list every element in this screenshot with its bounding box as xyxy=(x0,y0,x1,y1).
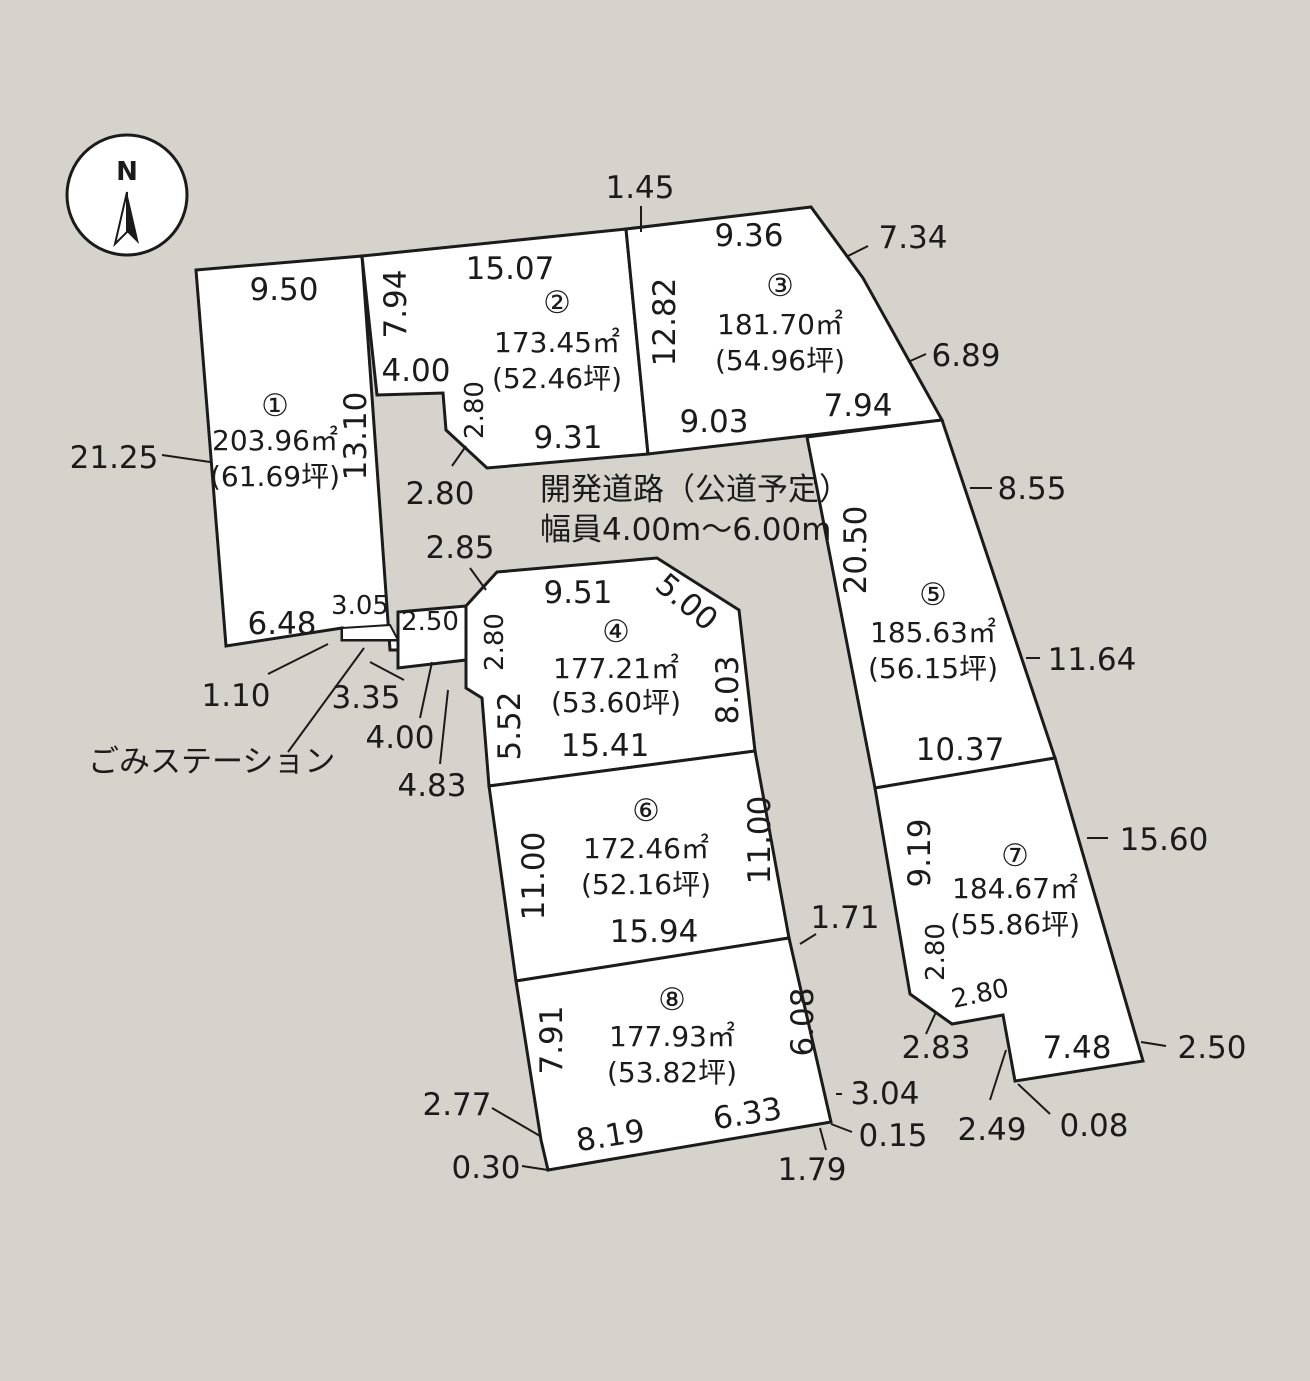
garbage-station-box xyxy=(341,623,400,641)
dimension-label: 9.19 xyxy=(902,818,938,887)
lot-number: ③ xyxy=(766,268,794,304)
dimension-label: 1.10 xyxy=(201,678,270,714)
lot-area: 173.45㎡ xyxy=(494,326,620,359)
dimension-label: 2.77 xyxy=(422,1087,491,1123)
lot-number: ⑤ xyxy=(919,577,947,613)
dimension-label: 2.83 xyxy=(901,1030,970,1066)
lot-7-parcel[interactable] xyxy=(873,756,1145,1083)
lot-tsubo: (61.69坪) xyxy=(210,460,340,493)
compass-label: N xyxy=(116,157,138,187)
lot-area: 184.67㎡ xyxy=(952,872,1078,905)
dimension-label: 13.10 xyxy=(338,392,374,481)
dimension-label: 11.00 xyxy=(742,796,778,885)
lot-8-label: ⑧ 177.93㎡ (53.82坪) xyxy=(607,982,737,1089)
road-name: 開発道路（公道予定） xyxy=(540,472,850,508)
lot-number: ⑦ xyxy=(1001,838,1029,874)
dimension-label: 6.89 xyxy=(931,338,1000,374)
dimension-label: 2.80 xyxy=(480,613,510,671)
dimension-label: 7.34 xyxy=(878,220,947,256)
dimension-label: 9.51 xyxy=(543,575,612,611)
lot-3-label: ③ 181.70㎡ (54.96坪) xyxy=(715,268,845,377)
dimension-label: 15.94 xyxy=(610,914,699,950)
dimension-label: 0.15 xyxy=(858,1118,927,1154)
dimension-label: 21.25 xyxy=(70,440,159,476)
lot-tsubo: (56.15坪) xyxy=(868,652,998,685)
dimension-label: 12.82 xyxy=(647,278,683,367)
dimension-label: 2.50 xyxy=(401,607,459,637)
dimension-label: 15.41 xyxy=(561,728,650,764)
dimension-label: 20.50 xyxy=(838,506,874,595)
lot-area: 177.21㎡ xyxy=(553,652,679,685)
dimension-label: 9.31 xyxy=(533,420,602,456)
dimension-label: 15.60 xyxy=(1120,822,1209,858)
lot-5-label: ⑤ 185.63㎡ (56.15坪) xyxy=(868,577,998,685)
lot-8-parcel[interactable] xyxy=(514,936,833,1172)
dimension-label: 3.05 xyxy=(331,591,389,621)
dimension-label: 1.79 xyxy=(777,1152,846,1188)
lot-area: 185.63㎡ xyxy=(870,616,996,649)
dimension-label: 2.49 xyxy=(957,1112,1026,1148)
lot-tsubo: (53.82坪) xyxy=(607,1056,737,1089)
lot-number: ④ xyxy=(602,614,630,650)
dimension-label: 11.64 xyxy=(1048,642,1137,678)
dimension-label: 2.80 xyxy=(921,923,951,981)
dimension-label: 2.85 xyxy=(425,530,494,566)
dimension-label: 4.00 xyxy=(381,353,450,389)
dimension-label: 9.36 xyxy=(714,218,783,254)
dimension-label: 2.80 xyxy=(405,476,474,512)
lot-tsubo: (55.86坪) xyxy=(950,908,1080,941)
lot-area: 203.96㎡ xyxy=(212,424,338,457)
lot-1-label: ① 203.96㎡ (61.69坪) xyxy=(210,388,340,493)
dimension-label: 8.03 xyxy=(710,655,746,724)
lot-2-label: ② 173.45㎡ (52.46坪) xyxy=(492,285,622,395)
garbage-station-label: ごみステーション xyxy=(88,744,335,780)
north-arrow-icon xyxy=(113,191,139,248)
dimension-label: 2.80 xyxy=(460,381,490,439)
dimension-label: 1.71 xyxy=(810,900,879,936)
dimension-label: 7.91 xyxy=(534,1005,570,1074)
dimension-label: 4.00 xyxy=(365,720,434,756)
road-width: 幅員4.00m～6.00m xyxy=(540,512,831,548)
lot-number: ⑥ xyxy=(632,793,660,829)
dimension-label: 0.30 xyxy=(451,1150,520,1186)
dimension-label: 6.08 xyxy=(785,987,821,1056)
dimension-label: 7.94 xyxy=(823,388,892,424)
compass: N xyxy=(65,133,189,257)
lot-7-label: ⑦ 184.67㎡ (55.86坪) xyxy=(950,838,1080,941)
dimension-label: 10.37 xyxy=(916,732,1005,768)
lot-2-notch xyxy=(396,604,468,670)
dimension-label: 5.52 xyxy=(492,691,528,760)
dimension-label: 11.00 xyxy=(516,832,552,921)
lot-4-label: ④ 177.21㎡ (53.60坪) xyxy=(551,614,681,719)
dimension-labels: 1.45 9.36 7.34 9.50 15.07 7.94 12.82 6.8… xyxy=(70,170,1247,1188)
dimension-label: 8.55 xyxy=(997,471,1066,507)
leader-lines xyxy=(161,206,1167,1171)
dimension-label: 0.08 xyxy=(1059,1108,1128,1144)
lot-number: ① xyxy=(261,388,289,424)
dimension-label: 15.07 xyxy=(466,251,555,287)
dimension-label: 4.83 xyxy=(397,768,466,804)
lot-tsubo: (53.60坪) xyxy=(551,686,681,719)
dimension-label: 9.50 xyxy=(249,272,318,308)
dimension-label: 6.48 xyxy=(247,606,316,642)
lot-area: 181.70㎡ xyxy=(717,308,843,341)
lot-tsubo: (52.46坪) xyxy=(492,362,622,395)
lot-area: 177.93㎡ xyxy=(609,1020,735,1053)
dimension-label: 1.45 xyxy=(605,170,674,206)
lot-tsubo: (54.96坪) xyxy=(715,344,845,377)
dimension-label: 7.48 xyxy=(1042,1030,1111,1066)
dimension-label: 3.04 xyxy=(850,1076,919,1112)
lot-number: ② xyxy=(543,285,571,321)
lot-tsubo: (52.16坪) xyxy=(581,868,711,901)
dimension-label: 7.94 xyxy=(378,269,414,338)
lot-6-label: ⑥ 172.46㎡ (52.16坪) xyxy=(581,793,711,901)
lot-area: 172.46㎡ xyxy=(583,832,709,865)
dimension-label: 2.50 xyxy=(1177,1030,1246,1066)
lot-number: ⑧ xyxy=(658,982,686,1018)
dimension-label: 3.35 xyxy=(331,680,400,716)
lot-3-parcel[interactable] xyxy=(624,205,945,456)
dimension-label: 9.03 xyxy=(679,404,748,440)
